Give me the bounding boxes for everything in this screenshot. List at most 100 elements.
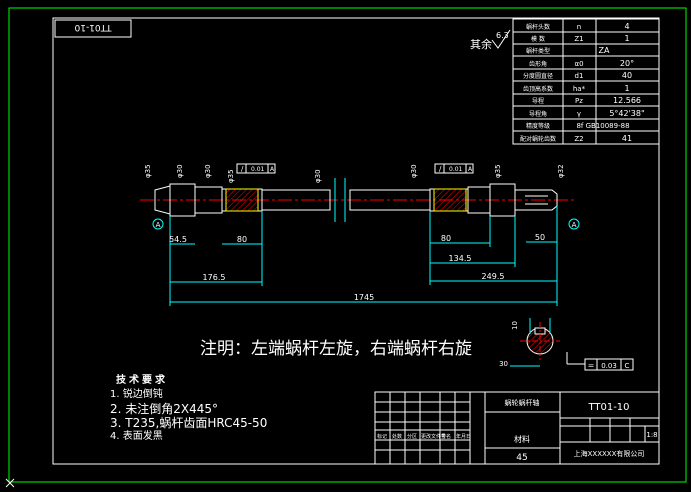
keyway-section xyxy=(510,318,560,367)
key-width: 10 xyxy=(511,321,519,330)
dim-l5: 80 xyxy=(441,234,451,243)
param-symbol: d1 xyxy=(575,72,584,80)
dim-d1: φ35 xyxy=(144,164,152,178)
tolerance-frame-key xyxy=(566,352,634,371)
param-value: ZA xyxy=(599,46,610,55)
tol-sym-3: = xyxy=(588,361,595,370)
param-symbol: γ xyxy=(577,110,581,118)
row-label: 标记 xyxy=(377,433,387,440)
param-symbol: ha* xyxy=(573,85,586,93)
break-symbol xyxy=(334,178,346,222)
param-name: 配对蜗轮齿数 xyxy=(520,135,556,143)
datum-marker xyxy=(568,218,580,230)
helix-note: 注明：左端蜗杆左旋，右端蜗杆右旋 xyxy=(200,339,472,359)
tol-val-1: 0.01 xyxy=(251,166,265,173)
dim-d2: φ30 xyxy=(176,164,184,178)
right-worm-thread xyxy=(433,188,467,212)
roughness-label: 其余 xyxy=(470,37,492,51)
mirrored-code: TT01-10 xyxy=(74,22,112,32)
tol-ref-1: A xyxy=(270,166,275,173)
row-label: 签名 xyxy=(441,433,451,440)
param-name: 精度等级 xyxy=(526,122,550,130)
param-name: 模 数 xyxy=(531,35,545,43)
param-symbol: α0 xyxy=(574,60,583,68)
tol-sym-1: / xyxy=(241,165,244,173)
roughness-symbol xyxy=(491,29,511,49)
row-label: 处数 xyxy=(392,433,402,440)
param-value: 41 xyxy=(622,134,632,143)
dimension-lines xyxy=(169,206,558,306)
dimension-values: 54.5 80 176.5 1745 80 134.5 249.5 50 xyxy=(169,233,545,302)
tol-ref-3: C xyxy=(625,362,630,370)
dim-d7: φ35 xyxy=(494,164,502,178)
material-label: 材料 xyxy=(514,434,530,444)
corner-cross-icon xyxy=(5,478,15,488)
param-value: 4 xyxy=(624,22,629,31)
key-depth: 30 xyxy=(499,360,508,368)
left-worm-thread xyxy=(225,188,259,212)
company-name: 上海XXXXXX有限公司 xyxy=(574,449,645,458)
tol-ref-2: A xyxy=(468,166,473,173)
tolerance-frame-right xyxy=(434,163,474,174)
param-value: 20° xyxy=(620,59,634,68)
dim-l2: 80 xyxy=(237,235,247,244)
dim-l7: 249.5 xyxy=(482,272,505,281)
param-symbol: Z1 xyxy=(574,35,583,43)
requirement-item: 2. 未注倒角2X445° xyxy=(110,402,219,416)
title-block xyxy=(374,391,660,465)
row-label: 年月日 xyxy=(456,433,471,440)
param-name: 蜗杆头数 xyxy=(526,23,550,31)
part-name: 蜗轮蜗杆轴 xyxy=(505,398,540,407)
requirements-title: 技术要求 xyxy=(116,375,168,386)
param-value: 1 xyxy=(624,34,629,43)
requirement-item: 3. T235,蜗杆齿面HRC45-50 xyxy=(110,416,268,430)
param-name: 齿形角 xyxy=(529,60,547,68)
param-symbol: Pz xyxy=(575,97,583,105)
roughness-value: 6.3 xyxy=(496,31,509,40)
dim-d8: φ32 xyxy=(557,164,565,178)
inner-frame xyxy=(52,17,660,465)
dim-l1: 54.5 xyxy=(169,235,187,244)
dim-d6: φ30 xyxy=(410,164,418,178)
dim-d4: φ35 xyxy=(227,169,235,183)
parameter-table: 蜗杆头数 n 4 模 数 Z1 1 蜗杆类型 ZA 齿形角 α0 20° 分度圆… xyxy=(512,18,660,145)
diameter-labels: φ35 φ30 φ30 φ35 φ30 φ30 φ35 φ32 xyxy=(144,164,565,183)
dim-l8: 50 xyxy=(535,233,545,242)
technical-requirements: 技术要求 1. 锐边倒钝 2. 未注倒角2X445° 3. T235,蜗杆齿面H… xyxy=(110,374,267,444)
tolerance-frame-left xyxy=(236,163,276,174)
param-value: 40 xyxy=(622,71,632,80)
drawing-code: TT01-10 xyxy=(587,402,629,413)
param-value: 8f GB10089-88 xyxy=(576,122,629,130)
code-box xyxy=(54,19,132,38)
param-value: 1 xyxy=(624,84,629,93)
param-name: 蜗杆类型 xyxy=(526,47,550,55)
dim-d5: φ30 xyxy=(314,169,322,183)
param-value: 12.566 xyxy=(613,96,641,105)
outer-frame xyxy=(8,7,687,483)
dim-d3: φ30 xyxy=(204,164,212,178)
param-symbol: Z2 xyxy=(574,135,583,143)
requirement-item: 1. 锐边倒钝 xyxy=(110,389,163,400)
requirement-item: 4. 表面发黑 xyxy=(110,431,163,442)
row-label: 更改文件号 xyxy=(421,433,446,440)
material-value: 45 xyxy=(516,453,527,463)
scale-value: 1:8 xyxy=(646,431,657,439)
dim-l6: 134.5 xyxy=(449,254,472,263)
dim-l4: 1745 xyxy=(354,293,374,302)
datum-label: A xyxy=(572,221,577,229)
title-row-labels: 标记 处数 分区 更改文件号 签名 年月日 xyxy=(377,433,471,440)
tol-val-3: 0.03 xyxy=(601,362,617,370)
tol-val-2: 0.01 xyxy=(449,166,463,173)
param-symbol: n xyxy=(577,23,581,31)
datum-marker xyxy=(152,218,164,230)
param-name: 导程 xyxy=(532,97,544,105)
param-name: 齿顶高系数 xyxy=(523,85,553,93)
row-label: 分区 xyxy=(407,433,417,440)
datum-label: A xyxy=(156,221,161,229)
param-value: 5°42'38" xyxy=(609,109,644,118)
param-name: 导程角 xyxy=(529,110,547,118)
param-name: 分度圆直径 xyxy=(523,72,553,80)
dim-l3: 176.5 xyxy=(203,273,226,282)
